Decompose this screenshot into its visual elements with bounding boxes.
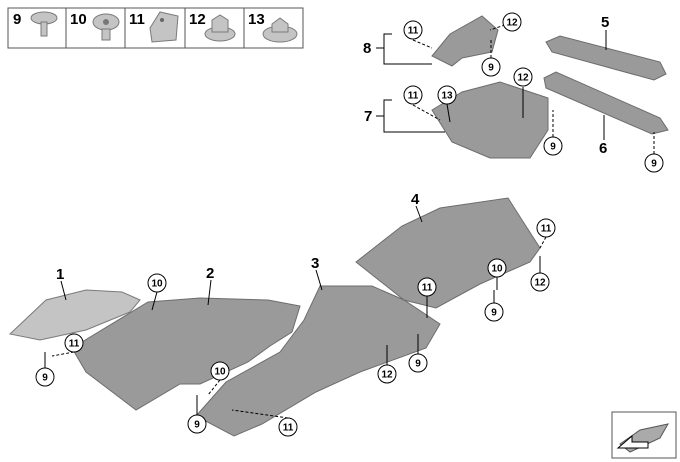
part-label-6: 6 — [599, 140, 607, 157]
callout-number: 10 — [491, 264, 503, 275]
part-2-underbody-panel — [71, 297, 301, 411]
part-label-2: 2 — [206, 265, 214, 282]
leader-lines — [44, 24, 655, 419]
legend-number: 13 — [248, 11, 265, 28]
callout-number: 11 — [69, 339, 80, 350]
callout-number: 9 — [194, 420, 200, 431]
part-7-shield — [431, 81, 549, 159]
part-label-8: 8 — [363, 40, 371, 57]
part-label-4: 4 — [411, 191, 420, 208]
fastener-legend: 9 10 11 12 13 — [7, 7, 304, 49]
callout-circle — [403, 20, 423, 40]
screw-icon — [30, 11, 58, 37]
clip-nut-icon — [149, 11, 179, 43]
part-label-3: 3 — [311, 255, 319, 272]
callout-number: 10 — [214, 367, 226, 378]
expanding-rivet-icon — [92, 13, 120, 41]
legend-number: 11 — [129, 11, 145, 28]
callout-circle — [377, 364, 397, 384]
callout-number: 9 — [42, 373, 48, 384]
hex-collar-nut-icon — [204, 14, 236, 42]
callout-number: 10 — [151, 279, 163, 290]
callout-number: 9 — [415, 359, 421, 370]
callout-number: 12 — [534, 278, 546, 289]
callout-circle — [536, 218, 556, 238]
callout-circle — [513, 67, 533, 87]
callout-circle — [408, 353, 428, 373]
callout-number: 9 — [488, 63, 494, 74]
legend-number: 10 — [70, 11, 87, 28]
callout-circle — [64, 333, 84, 353]
part-6-panel — [543, 71, 669, 135]
part-1-shield — [8, 289, 141, 341]
hex-flange-nut-icon — [262, 17, 298, 43]
callout-circle — [530, 272, 550, 292]
callout-number: 11 — [422, 283, 433, 294]
callout-circle — [187, 414, 207, 434]
callout-number: 11 — [541, 224, 552, 235]
callout-number: 12 — [506, 18, 518, 29]
callout-circle — [543, 136, 563, 156]
callout-circle — [278, 417, 298, 437]
callout-number: 11 — [283, 423, 294, 434]
callout-circle — [487, 258, 507, 278]
callout-circle — [502, 12, 522, 32]
part-label-7: 7 — [364, 108, 372, 125]
callout-circle — [481, 57, 501, 77]
callout-circle — [644, 153, 664, 173]
callout-circle — [147, 273, 167, 293]
callout-circle — [437, 85, 457, 105]
legend-number: 9 — [13, 11, 21, 28]
callout-circle — [417, 277, 437, 297]
part-8-shield — [431, 15, 499, 67]
part-5-panel — [545, 35, 667, 81]
callout-number: 11 — [408, 91, 419, 102]
part-label-5: 5 — [601, 14, 609, 31]
callout-circle — [210, 361, 230, 381]
callout-number: 9 — [651, 159, 657, 170]
callout-number: 13 — [441, 91, 453, 102]
legend-number: 12 — [189, 11, 206, 28]
callout-circle — [403, 85, 423, 105]
callout-number: 9 — [491, 308, 497, 319]
callout-circle — [35, 367, 55, 387]
callout-number: 12 — [517, 73, 529, 84]
callout-circle — [484, 302, 504, 322]
callout-number: 9 — [550, 142, 556, 153]
vehicle-direction-icon — [611, 411, 677, 459]
part-label-1: 1 — [56, 266, 64, 283]
part-3-underbody-panel — [195, 285, 441, 437]
callout-number: 12 — [381, 370, 393, 381]
callout-number: 11 — [408, 26, 419, 37]
